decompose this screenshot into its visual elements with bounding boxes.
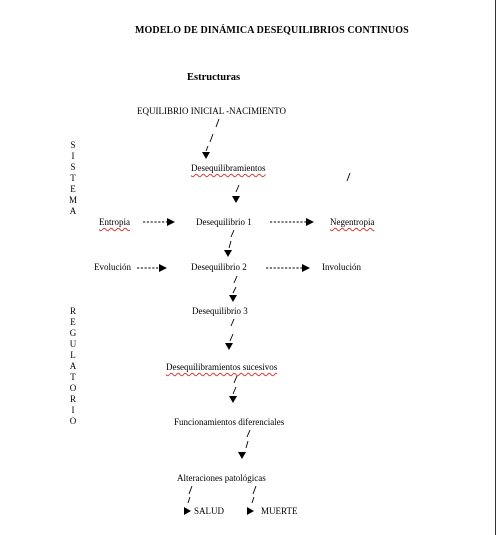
slash-connector: [246, 429, 251, 438]
node-desequilibrio-2: Desequilibrio 2: [191, 262, 247, 272]
slash-connector: [187, 496, 191, 504]
arrowhead-right: [306, 218, 314, 226]
slash-connector: [251, 496, 255, 504]
side-label-letter: R: [69, 394, 76, 404]
slash-connector: [188, 485, 193, 495]
slash-connector: [232, 386, 237, 395]
arrowhead-right: [167, 218, 175, 226]
side-label-letter: E: [70, 184, 76, 194]
side-label-letter: E: [70, 317, 76, 327]
arrowhead-right: [302, 264, 310, 272]
arrowhead-down: [238, 452, 246, 459]
side-label-letter: R: [69, 306, 76, 316]
node-equilibrio-inicial: EQUILIBRIO INICIAL -NACIMIENTO: [137, 106, 286, 116]
arrowhead-down: [229, 396, 237, 403]
side-label-letter: I: [71, 151, 75, 161]
side-label-letter: L: [70, 350, 76, 360]
node-funcionamientos-diferenciales: Funcionamientos diferenciales: [174, 417, 285, 427]
side-label-letter: U: [69, 339, 77, 349]
slash-connector: [233, 275, 238, 284]
arrowhead-down: [224, 250, 232, 257]
side-label-letter: I: [71, 405, 75, 415]
slash-connector: [233, 375, 238, 384]
page-border: [495, 0, 496, 535]
side-label-letter: A: [69, 361, 77, 371]
slash-connector: [229, 333, 234, 342]
slash-connector: [230, 318, 235, 327]
node-salud: SALUD: [194, 506, 225, 516]
section-heading: Estructuras: [187, 72, 241, 83]
node-involucion: Involución: [322, 262, 361, 272]
arrowhead-down: [225, 343, 233, 350]
side-label-letter: T: [70, 372, 76, 382]
side-label-letter: M: [68, 195, 77, 205]
side-label-letter: O: [69, 416, 77, 426]
slash-connector: [235, 184, 240, 193]
side-label-letter: O: [69, 383, 77, 393]
side-label-letter: S: [70, 162, 76, 172]
node-evolucion: Evolución: [94, 262, 131, 272]
arrowhead-down: [202, 152, 210, 159]
slash-connector: [205, 145, 209, 152]
slash-connector: [230, 229, 235, 238]
document-title: MODELO DE DINÁMICA DESEQUILIBRIOS CONTIN…: [135, 25, 409, 36]
slash-connector: [232, 286, 237, 294]
slash-connector: [245, 440, 249, 449]
node-muerte: MUERTE: [261, 506, 298, 516]
slash-connector: [209, 133, 214, 143]
node-entropia: Entropia: [99, 217, 130, 227]
side-label-letter: A: [69, 206, 77, 216]
arrowhead-right: [247, 507, 254, 515]
slash-connector: [252, 485, 257, 495]
slash-connector: [346, 172, 351, 182]
node-desequilibrio-3: Desequilibrio 3: [192, 306, 248, 316]
node-desequilibramientos: Desequilibramientos: [191, 163, 266, 173]
side-label-letter: G: [69, 328, 77, 338]
slash-connector: [228, 240, 232, 249]
side-label-letter: S: [70, 140, 76, 150]
arrowhead-right: [159, 264, 167, 272]
side-label-letter: T: [70, 173, 76, 183]
arrowhead-down: [229, 295, 237, 302]
node-alteraciones-patologicas: Alteraciones patológicas: [177, 473, 266, 483]
slash-connector: [215, 118, 220, 128]
arrowhead-right: [184, 507, 191, 515]
node-desequilibrio-1: Desequilibrio 1: [196, 217, 252, 227]
node-desequilibramientos-sucesivos: Desequilibramientos sucesivos: [166, 362, 278, 372]
arrowhead-down: [232, 196, 240, 203]
node-negentropia: Negentropia: [330, 217, 375, 227]
